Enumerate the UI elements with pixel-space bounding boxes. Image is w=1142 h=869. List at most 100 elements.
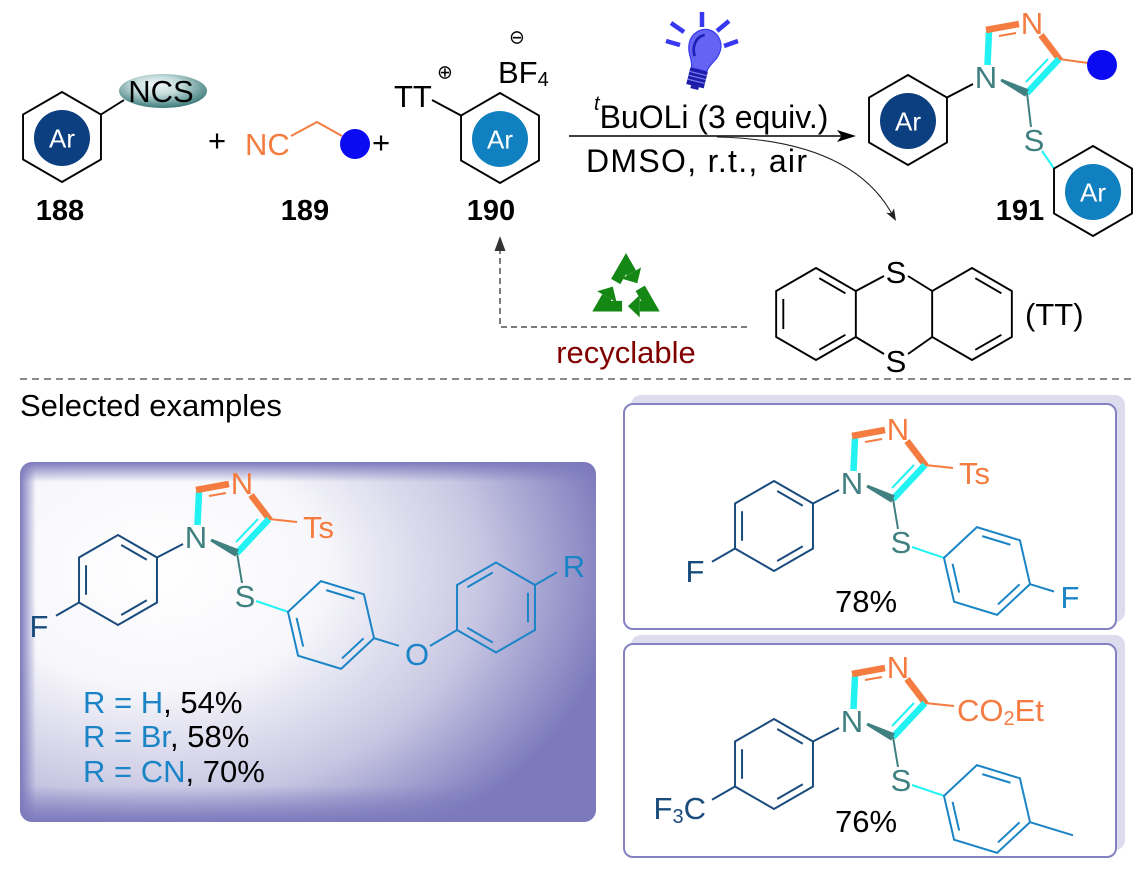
bond-s-aryl — [911, 546, 945, 559]
double-bond-line — [295, 617, 305, 647]
double-bond-line-c2-n3 — [208, 492, 227, 497]
bond-c-s — [855, 275, 885, 292]
double-bond-line — [997, 583, 1021, 606]
reagent-label: tBuOLi (3 equiv.) — [594, 93, 828, 135]
reactant-189: NC 189 — [245, 120, 370, 227]
bond-c2-n3 — [851, 426, 886, 440]
atom-n3: N — [1021, 6, 1043, 41]
bond-n3-c4 — [904, 677, 929, 706]
bond-c4-ester — [924, 702, 955, 707]
light-bulb-thread — [689, 70, 708, 77]
reaction-arrow-head — [837, 130, 856, 142]
cation-charge: ⊕ — [437, 62, 453, 84]
s-aryl-ring — [942, 764, 1032, 854]
bond-o-aryl — [429, 629, 458, 647]
bond-tt-aryl — [431, 99, 462, 117]
bond-c4-c5 — [234, 516, 272, 556]
tosyl-label: Ts — [303, 510, 334, 545]
double-bond-line — [997, 821, 1021, 844]
s-aryl-ring — [1053, 144, 1133, 238]
double-bond-line-c4-c5 — [891, 464, 915, 489]
double-bond-line-c4-c5 — [235, 518, 259, 543]
light-bulb-thread — [688, 74, 707, 81]
aryl-badge-label: Ar — [487, 125, 513, 155]
double-bond-line — [981, 773, 1011, 784]
s-aryl-ring — [286, 580, 376, 670]
variant-yield: 54% — [180, 685, 242, 720]
ncs-group-tag — [119, 74, 207, 108]
double-bond-line — [341, 637, 365, 660]
double-bond-line — [466, 626, 494, 644]
isocyanide-label: NC — [245, 127, 290, 162]
example-card-diaryl-ether — [20, 462, 596, 822]
bond-c4-substituent — [1058, 58, 1089, 64]
substituent-dot — [1087, 50, 1117, 80]
atom-s-top: S — [886, 255, 907, 290]
ester-prefix: CO — [957, 693, 1004, 728]
variant-separator: , — [186, 754, 203, 789]
bond-aryl-o — [373, 637, 400, 647]
bond-aryl-r — [534, 571, 558, 586]
double-bond-line-c4-c5 — [1025, 58, 1049, 83]
bond-s-c — [907, 275, 933, 292]
recycle-arrow — [627, 285, 660, 318]
variant-substituent: R = CN — [83, 754, 186, 789]
reagent-superscript: t — [594, 93, 601, 115]
plus-sign: + — [208, 123, 226, 158]
double-bond-line — [776, 490, 804, 507]
double-bond-line — [951, 563, 961, 593]
bond-c5-s — [892, 498, 899, 530]
aryl-badge — [472, 111, 528, 167]
recycle-arrow-head — [621, 267, 642, 284]
wedge-bond-n1-c5 — [210, 538, 239, 557]
ester-suffix: Et — [1015, 693, 1045, 728]
byproduct-arrow — [716, 136, 893, 214]
recycle-dashed-arrow-head — [494, 236, 506, 251]
atom-n3: N — [887, 412, 909, 447]
methyl-bond — [1029, 821, 1074, 837]
double-bond-line — [776, 783, 804, 800]
bond-c5-s — [892, 736, 899, 768]
n-aryl-ring — [868, 73, 948, 167]
double-bond-line — [974, 333, 1002, 351]
recycling-loop: recyclable — [494, 236, 747, 370]
bond-aryl-ncs — [100, 99, 125, 116]
light-ray — [723, 38, 739, 49]
thianthrenium-label: TT — [394, 79, 432, 114]
wedge-bond-n1-c5 — [866, 484, 895, 503]
atom-s-bottom: S — [886, 344, 907, 379]
variant-separator: , — [163, 685, 180, 720]
light-ray — [715, 19, 731, 33]
bond-n3-c4 — [248, 493, 273, 522]
n-aryl-ring — [734, 479, 814, 573]
wedge-bond-n1-c5 — [1000, 78, 1029, 97]
r-group-variants: R = H, 54% R = Br, 58% R = CN, 70% — [83, 685, 265, 789]
light-bulb-reflection — [692, 33, 706, 57]
atom-n3: N — [231, 466, 253, 501]
recycle-arrow-head — [627, 294, 640, 318]
anion-charge: ⊖ — [509, 27, 525, 49]
bond-c4-ts — [924, 464, 954, 469]
bond-s-c — [907, 336, 933, 355]
recycle-arrow-band — [611, 253, 636, 285]
tt-abbreviation-label: (TT) — [1025, 297, 1084, 332]
solvent-conditions-label: DMSO, r.t., air — [586, 143, 807, 179]
recycle-dashed-arrow — [499, 250, 747, 328]
light-ray — [669, 21, 686, 34]
bond-aryl-f — [1029, 583, 1055, 593]
yield-label: 78% — [835, 584, 897, 619]
variant-substituent: R = H — [83, 685, 163, 720]
recycle-arrow — [592, 286, 623, 312]
atom-n1: N — [841, 704, 863, 739]
atom-f: F — [686, 554, 705, 589]
variant-substituent: R = Br — [83, 719, 171, 754]
fluoro-example-structure: F N N S Ts F 78% — [686, 412, 1080, 619]
double-bond-line — [818, 277, 846, 295]
bond-n3-c4 — [1038, 33, 1063, 62]
section-title: Selected examples — [20, 388, 282, 423]
n-aryl-ring — [734, 717, 814, 811]
cyclohexadiene-ring — [931, 266, 1013, 362]
bond-aryl-cf3 — [711, 785, 736, 801]
double-bond-line — [120, 544, 148, 561]
benzene-ring — [775, 266, 857, 362]
